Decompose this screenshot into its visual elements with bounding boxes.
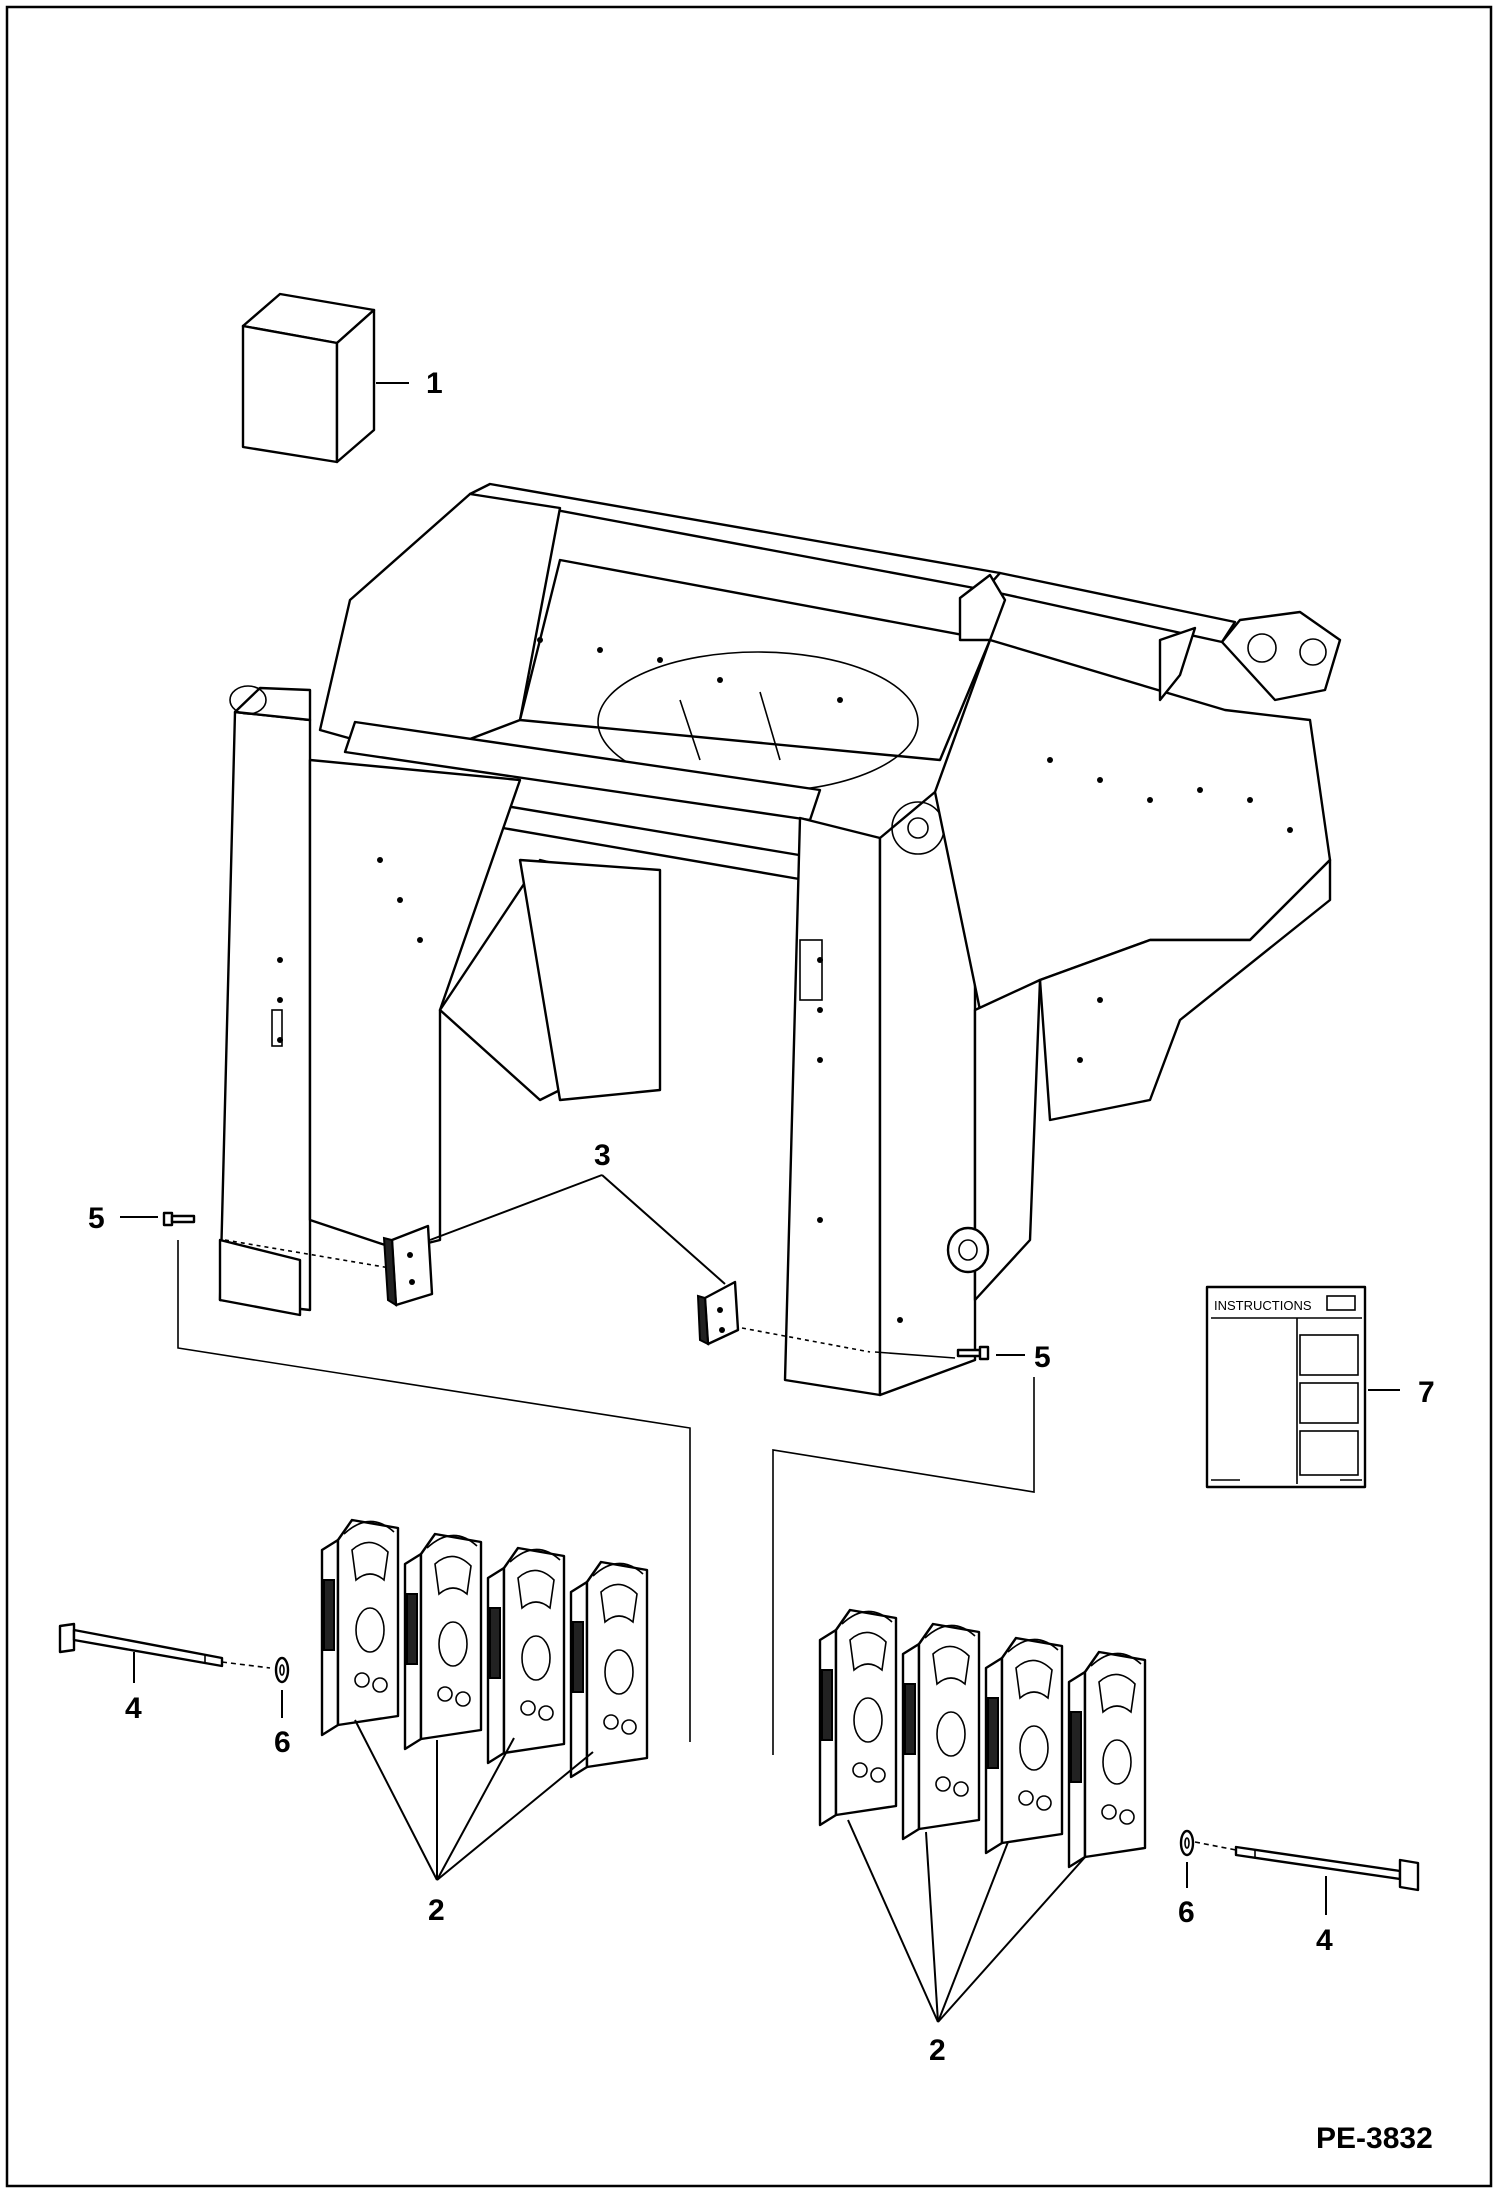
counterweight [569,1560,649,1779]
page-border [5,5,1493,2188]
leader-lines [120,1174,1400,2023]
callout-6-right: 6 [1178,1896,1195,1929]
part-7-instruction-sheet: INSTRUCTIONS [1205,1285,1367,1489]
part-3-mount-plate-left [382,1224,434,1307]
main-frame [218,482,1342,1397]
part-5-bolt-right [956,1345,990,1361]
connector-left [177,1240,691,1742]
callout-7: 7 [1418,1376,1435,1409]
figure-reference-code: PE-3832 [1316,2122,1433,2155]
callout-4-left: 4 [125,1692,142,1725]
counterweight [1067,1650,1147,1869]
connector-right [772,1377,1035,1755]
callout-3: 3 [594,1139,611,1172]
part-2-weights-right [818,1608,1147,1869]
part-4-long-bolt-left [58,1622,271,1669]
part-1-box [241,292,409,464]
callout-5-right: 5 [1034,1341,1051,1374]
callout-2-left: 2 [428,1894,445,1927]
part-3-mount-plate-right [696,1280,740,1346]
callout-4-right: 4 [1316,1924,1333,1957]
counterweight [486,1546,566,1765]
callout-5-left: 5 [88,1202,105,1235]
counterweight [818,1608,898,1827]
counterweight [320,1518,400,1737]
callout-6-left: 6 [274,1726,291,1759]
counterweight [984,1636,1064,1855]
part-4-long-bolt-right [1194,1841,1420,1892]
part-2-weights-left [320,1518,649,1779]
part-5-bolt-left [162,1211,196,1227]
callout-1: 1 [426,367,443,400]
counterweight [403,1532,483,1751]
callout-2-right: 2 [929,2034,946,2067]
counterweight [901,1622,981,1841]
part-6-washer-right [1179,1829,1195,1857]
part-6-washer-left [274,1656,290,1684]
instruction-sheet-title: INSTRUCTIONS [1214,1298,1312,1313]
